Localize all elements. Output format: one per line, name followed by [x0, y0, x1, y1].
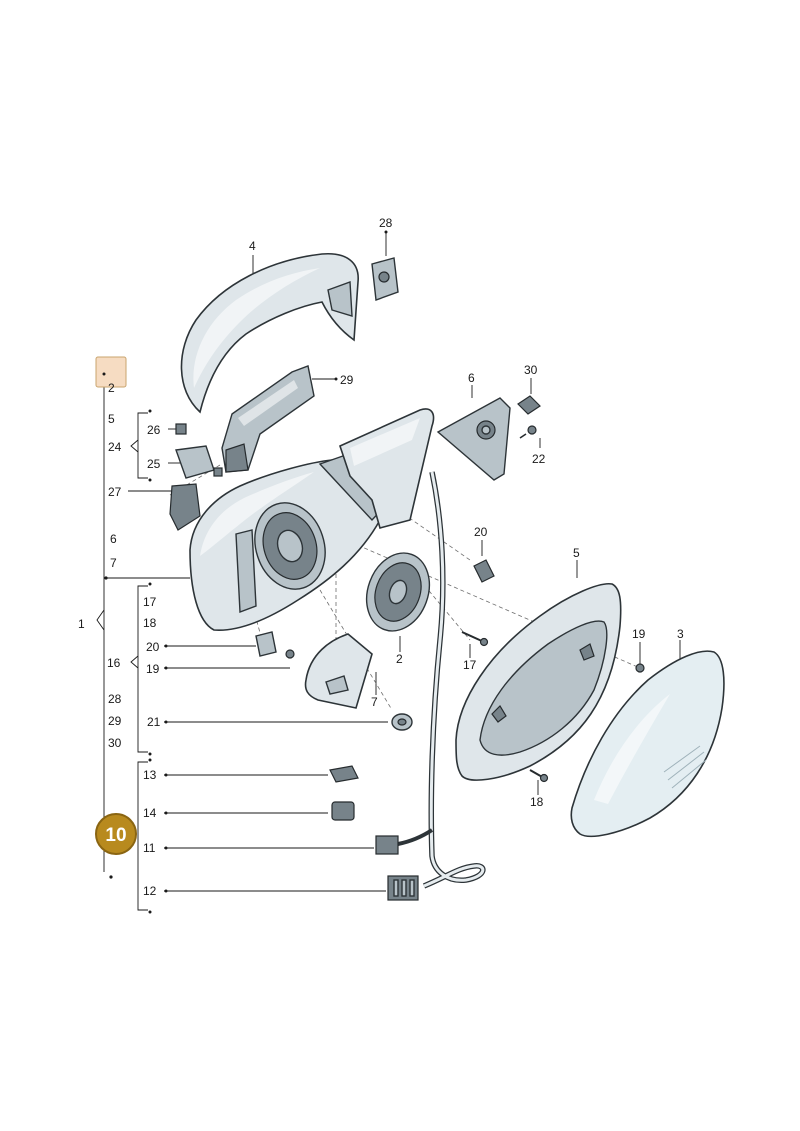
- screw-17: [461, 631, 489, 647]
- callout-26: 26: [147, 423, 161, 437]
- mirror-arm: [339, 408, 435, 529]
- cable-clip: [473, 559, 495, 583]
- callout-20-left: 20: [146, 640, 160, 654]
- callout-2-left: 2: [108, 381, 115, 395]
- adjustment-motor: [365, 552, 431, 632]
- callout-7-left: 7: [110, 556, 117, 570]
- callout-4: 4: [249, 239, 256, 253]
- callout-24: 24: [108, 440, 122, 454]
- callout-29-right: 29: [340, 373, 354, 387]
- callout-3: 3: [677, 627, 684, 641]
- callout-28-left: 28: [108, 692, 122, 706]
- turn-signal-clip: [371, 257, 399, 301]
- callout-6-left: 6: [110, 532, 117, 546]
- highlight-badge-label: 10: [105, 825, 126, 846]
- cable-harness: [397, 471, 486, 889]
- connectors: [375, 835, 419, 901]
- callout-6-right: 6: [468, 371, 475, 385]
- callout-18-right: 18: [530, 795, 544, 809]
- screw-18: [529, 769, 549, 783]
- screw-19-right: [635, 663, 645, 673]
- callout-2-center: 2: [396, 652, 403, 666]
- hierarchy-tree: [96, 380, 388, 914]
- callout-21: 21: [147, 715, 161, 729]
- callout-20-right: 20: [474, 525, 488, 539]
- callout-13: 13: [143, 768, 157, 782]
- callout-1: 1: [78, 617, 85, 631]
- callout-17-left: 17: [143, 595, 157, 609]
- callout-5-right: 5: [573, 546, 580, 560]
- callout-14: 14: [143, 806, 157, 820]
- lower-cover: [304, 633, 373, 709]
- light-module-group: [169, 423, 223, 531]
- callout-30-right: 30: [524, 363, 538, 377]
- mirror-cap: [180, 253, 359, 414]
- callout-25: 25: [147, 457, 161, 471]
- clip-and-screw-lower: [255, 631, 295, 659]
- grommet: [391, 713, 413, 731]
- small-fasteners-top: [517, 395, 541, 439]
- callout-7-center: 7: [371, 695, 378, 709]
- callout-19-right: 19: [632, 627, 646, 641]
- callout-17-center: 17: [463, 658, 477, 672]
- callout-27: 27: [108, 485, 122, 499]
- callout-11: 11: [143, 841, 156, 855]
- callout-19-left: 19: [146, 662, 160, 676]
- highlight-badge: [95, 813, 137, 855]
- callout-12: 12: [143, 884, 157, 898]
- callout-5-left: 5: [108, 412, 115, 426]
- callout-22: 22: [532, 452, 546, 466]
- small-parts-13-14: [329, 765, 359, 821]
- callout-29-left: 29: [108, 714, 122, 728]
- mirror-glass: [570, 650, 725, 838]
- callout-16: 16: [107, 656, 121, 670]
- glass-carrier-plate: [455, 583, 622, 781]
- callout-28-top: 28: [379, 216, 393, 230]
- marker-square: [95, 356, 127, 388]
- mounting-plate: [436, 397, 511, 481]
- callout-18-left: 18: [143, 616, 157, 630]
- callout-labels: 2 5 24 26 25 27 6 7 1 17 18 16 20 19 28 …: [78, 216, 684, 898]
- turn-signal-lamp: [221, 365, 315, 473]
- callout-30-left: 30: [108, 736, 122, 750]
